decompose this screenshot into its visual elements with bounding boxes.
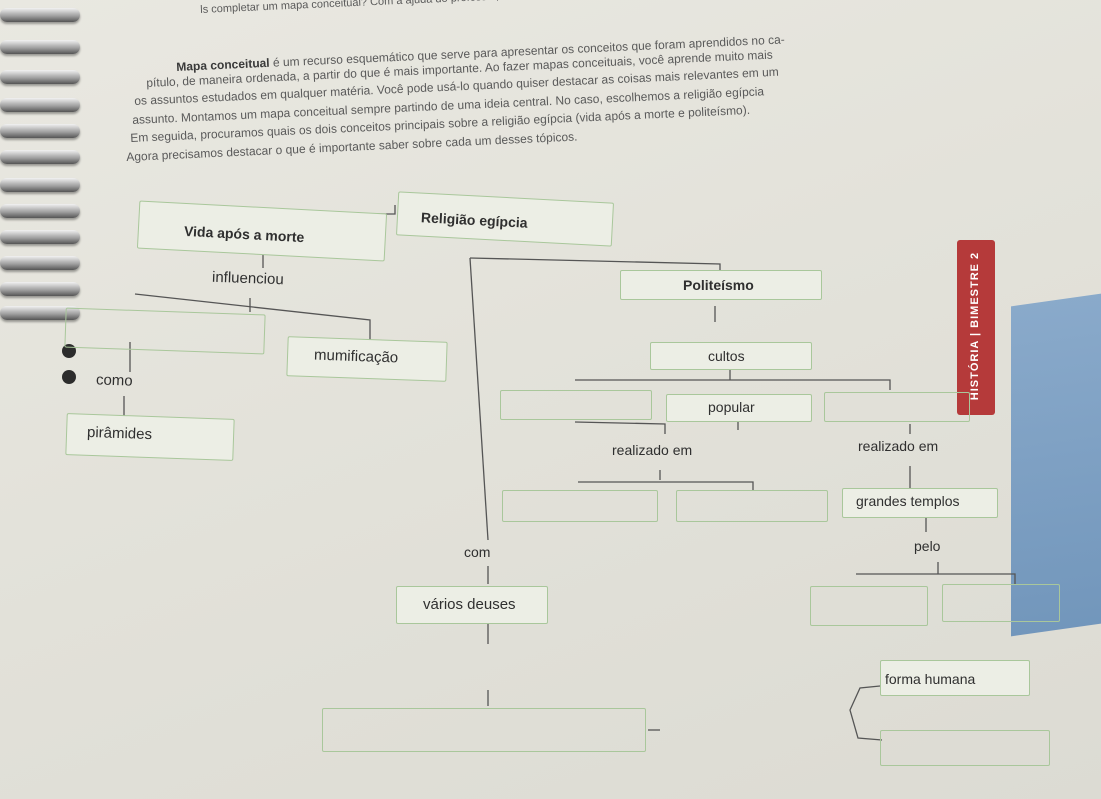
blank-node-pelo-1[interactable] bbox=[810, 586, 928, 626]
node-cultos bbox=[650, 342, 812, 370]
label-popular: popular bbox=[708, 399, 755, 415]
spiral-ring bbox=[0, 8, 80, 22]
spiral-ring bbox=[0, 178, 80, 192]
blank-node-place-1[interactable] bbox=[502, 490, 658, 522]
spiral-ring bbox=[0, 282, 80, 296]
spiral-ring bbox=[0, 40, 80, 54]
node-gods bbox=[396, 586, 548, 624]
spiral-ring bbox=[0, 204, 80, 218]
spiral-ring bbox=[0, 230, 80, 244]
node-temples bbox=[842, 488, 998, 518]
subject-side-tab: HISTÓRIA | BIMESTRE 2 bbox=[957, 240, 995, 415]
spiral-ring bbox=[0, 70, 80, 84]
label-temples: grandes templos bbox=[856, 493, 960, 509]
blank-node-place-2[interactable] bbox=[676, 490, 828, 522]
blank-node-pelo-2[interactable] bbox=[942, 584, 1060, 622]
binding-hole bbox=[62, 344, 76, 358]
spiral-ring bbox=[0, 150, 80, 164]
binding-hole bbox=[62, 370, 76, 384]
link-pelo: pelo bbox=[914, 538, 941, 554]
link-realizado-em-1: realizado em bbox=[612, 442, 693, 458]
spiral-ring bbox=[0, 306, 80, 320]
label-human-form: forma humana bbox=[885, 671, 976, 687]
node-popular bbox=[666, 394, 812, 422]
link-com: com bbox=[464, 544, 491, 560]
link-como: como bbox=[95, 371, 133, 390]
blank-node-cult-left[interactable] bbox=[500, 390, 652, 420]
label-cultos: cultos bbox=[708, 348, 745, 364]
spiral-ring bbox=[0, 124, 80, 138]
blank-node-left[interactable] bbox=[64, 307, 266, 355]
label-pyramids: pirâmides bbox=[86, 423, 153, 444]
blank-node-cult-right[interactable] bbox=[824, 392, 970, 422]
concept-node-polytheism bbox=[620, 270, 822, 300]
label-mumification: mumificação bbox=[313, 346, 399, 367]
blank-node-bottom[interactable] bbox=[322, 708, 646, 752]
concept-label-polytheism: Politeísmo bbox=[683, 277, 754, 293]
link-influenciou: influenciou bbox=[211, 268, 284, 289]
label-gods: vários deuses bbox=[423, 596, 516, 613]
blank-node-human-2[interactable] bbox=[880, 730, 1050, 766]
spiral-ring bbox=[0, 98, 80, 112]
spiral-ring bbox=[0, 256, 80, 270]
node-human-form bbox=[880, 660, 1030, 696]
link-realizado-em-2: realizado em bbox=[858, 438, 939, 454]
